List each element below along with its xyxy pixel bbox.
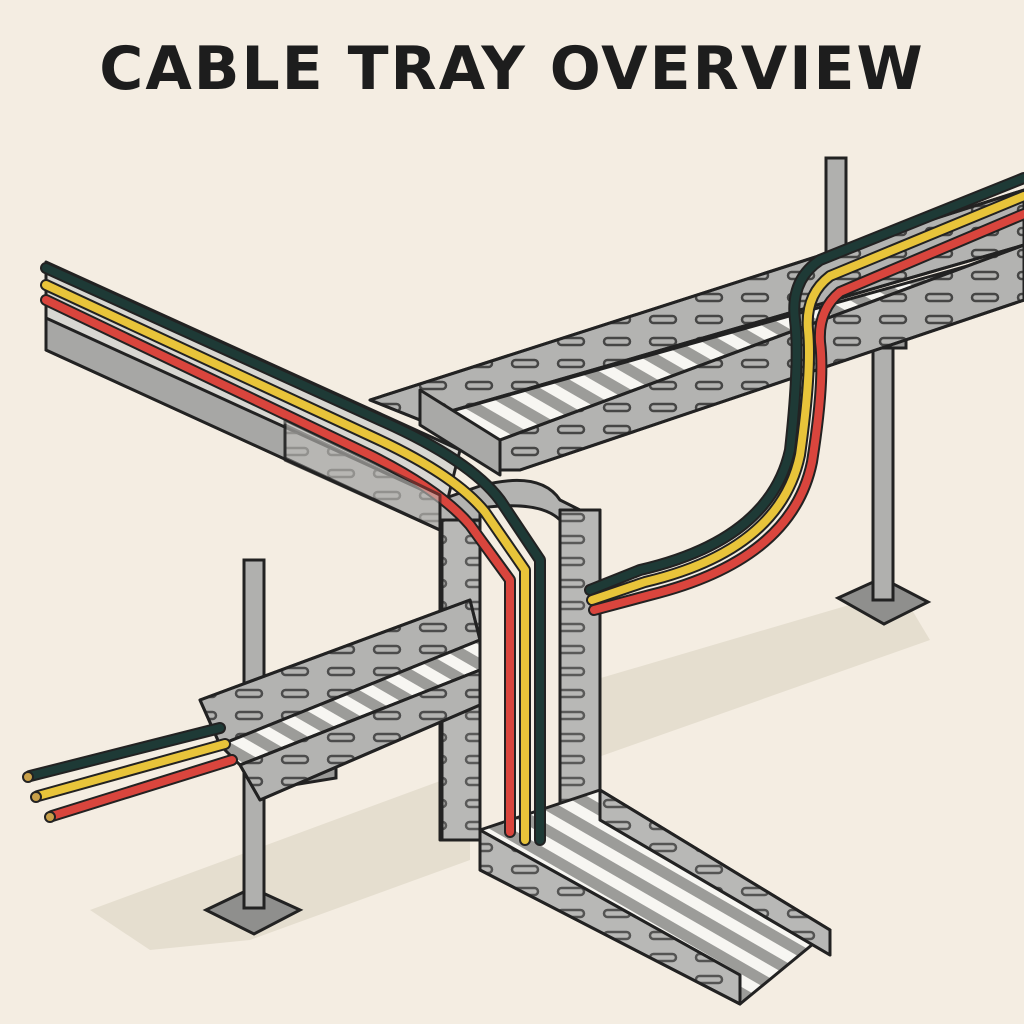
diagram-title: CABLE TRAY OVERVIEW — [99, 34, 925, 104]
cable-branch-yellow — [586, 190, 1024, 606]
cable-black — [40, 262, 546, 846]
bottom-floor-tray — [478, 788, 832, 1006]
floor-shadows — [90, 590, 930, 950]
tray-junction-fitting — [283, 388, 502, 532]
cable-lower-red — [46, 754, 238, 822]
right-support-post — [834, 332, 932, 626]
vertical-drop-tray — [438, 479, 602, 850]
cable-branch-red — [588, 208, 1024, 616]
cable-lower-black — [24, 722, 226, 782]
cable-end-caps — [22, 771, 56, 823]
cable-lower-yellow — [32, 738, 231, 802]
lower-left-tray — [198, 598, 482, 802]
cable-yellow — [40, 279, 531, 846]
cable-branch-black — [584, 172, 1024, 596]
